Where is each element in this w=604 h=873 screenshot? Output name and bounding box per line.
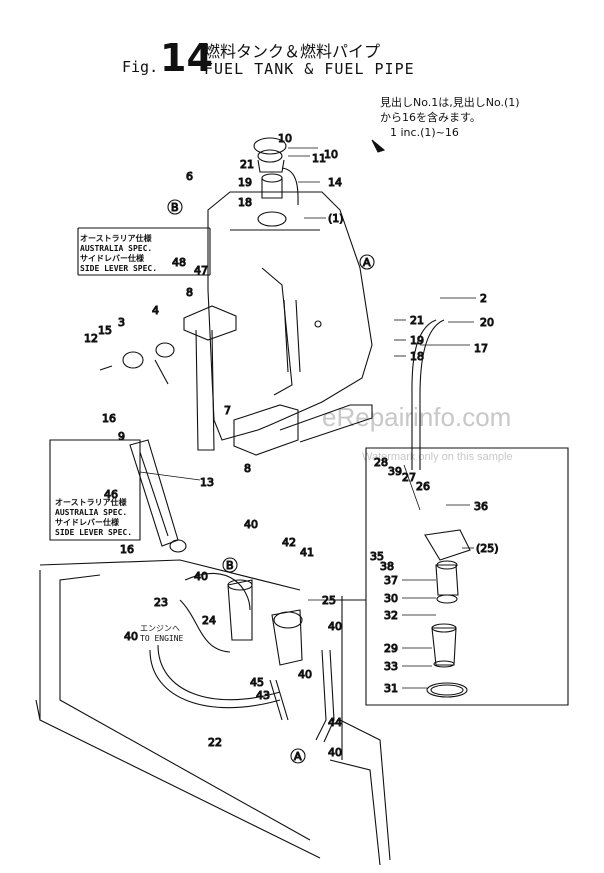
callout-24: 24 — [202, 614, 216, 627]
watermark: eRepairinfo.com — [322, 402, 512, 432]
spec-note-top-line3: サイドレバー仕様 — [80, 254, 144, 263]
callout-40f: 40 — [328, 746, 342, 759]
figure-title-en: FUEL TANK & FUEL PIPE — [204, 60, 415, 78]
callout-30: 30 — [384, 592, 398, 605]
to-engine-en: TO ENGINE — [140, 634, 184, 643]
callout-48: 48 — [172, 256, 186, 269]
fuel-gauge-sender — [99, 342, 175, 385]
ref-b-top: B — [171, 201, 179, 214]
level-indicator — [129, 439, 187, 553]
callout-22: 22 — [208, 736, 222, 749]
callout-27: 27 — [402, 471, 416, 484]
callout-21b: 21 — [410, 314, 424, 327]
spec-note-top-line2: AUSTRALIA SPEC. — [80, 244, 153, 253]
spec-note-top-line1: オーストラリア仕様 — [80, 234, 152, 243]
callout-25: 25 — [322, 594, 336, 607]
reference-markers — [167, 199, 375, 764]
callout-14: 14 — [328, 176, 342, 189]
callout-4: 4 — [152, 304, 159, 317]
inclusion-note-line1: 見出しNo.1は,見出しNo.(1) — [380, 96, 520, 109]
filter-detail-box — [330, 447, 569, 760]
callout-3: 3 — [118, 316, 125, 329]
callout-45: 45 — [250, 676, 264, 689]
callout-40c: 40 — [124, 630, 138, 643]
callout-46: 46 — [104, 488, 118, 501]
inclusion-note-line2: から16を含みます。 — [380, 111, 481, 124]
callout-39: 39 — [388, 465, 402, 478]
spec-note-bottom-line3: サイドレバー仕様 — [55, 518, 119, 527]
fuel-filter-left — [227, 579, 303, 666]
callout-7: 7 — [224, 404, 231, 417]
callout-37: 37 — [384, 574, 398, 587]
callout-15: 15 — [98, 324, 112, 337]
callout-28: 28 — [374, 456, 388, 469]
floor-frame — [35, 559, 391, 866]
spec-note-top-line4: SIDE LEVER SPEC. — [80, 264, 158, 273]
ref-a-bottom: A — [294, 750, 302, 763]
figure-number: 14 — [160, 36, 213, 80]
callout-36: 36 — [474, 500, 488, 513]
callout-17: 17 — [474, 342, 488, 355]
callout-20: 20 — [480, 316, 494, 329]
callout-23: 23 — [154, 596, 168, 609]
callout-25b: (25) — [476, 542, 499, 555]
callout-labels: 10 10 11 14 (1) 21 19 18 6 48 47 8 4 3 1… — [83, 131, 499, 763]
spec-brackets — [49, 227, 211, 541]
callout-8a: 8 — [186, 286, 193, 299]
callout-16b: 16 — [120, 543, 134, 556]
callout-33: 33 — [384, 660, 398, 673]
callout-1: (1) — [328, 212, 344, 225]
callout-43: 43 — [256, 689, 270, 702]
mounting-bracket — [183, 305, 373, 456]
callout-38: 38 — [380, 560, 394, 573]
callout-2: 2 — [480, 292, 487, 305]
ref-b-bottom: B — [226, 559, 234, 572]
callout-10-label: 10 — [324, 148, 338, 161]
callout-41: 41 — [300, 546, 314, 559]
callout-42: 42 — [282, 536, 296, 549]
to-engine-jp: エンジンへ — [140, 624, 180, 633]
callout-32: 32 — [384, 609, 398, 622]
callout-11: 11 — [312, 152, 326, 165]
figure-prefix: Fig. — [122, 58, 159, 76]
callout-13: 13 — [200, 476, 214, 489]
callout-8b: 8 — [244, 462, 251, 475]
inclusion-note-line3: 1 inc.(1)~16 — [390, 126, 459, 139]
spec-note-top: オーストラリア仕様 AUSTRALIA SPEC. サイドレバー仕様 SIDE … — [80, 234, 157, 274]
spec-note-bottom-line2: AUSTRALIA SPEC. — [55, 508, 128, 517]
callout-16a: 16 — [102, 412, 116, 425]
fuel-hoses — [149, 319, 445, 743]
callout-35: 35 — [370, 550, 384, 563]
to-engine-note: エンジンへ TO ENGINE — [140, 624, 183, 644]
callout-40e: 40 — [298, 668, 312, 681]
callout-40d: 40 — [328, 620, 342, 633]
callout-10: 10 — [278, 132, 292, 145]
filler-cap — [253, 137, 299, 206]
callout-19b: 19 — [410, 334, 424, 347]
callout-47: 47 — [194, 264, 208, 277]
callout-18a: 18 — [238, 196, 252, 209]
callout-21a: 21 — [240, 158, 254, 171]
callout-40a: 40 — [244, 518, 258, 531]
spec-note-bottom-line1: オーストラリア仕様 — [55, 498, 127, 507]
callout-26: 26 — [416, 480, 430, 493]
leader-lines — [139, 147, 476, 689]
spec-note-bottom: オーストラリア仕様 AUSTRALIA SPEC. サイドレバー仕様 SIDE … — [55, 498, 132, 538]
callout-40b: 40 — [194, 570, 208, 583]
figure-title-jp: 燃料タンク＆燃料パイプ — [204, 42, 381, 61]
fuel-tank — [207, 191, 373, 441]
callout-12: 12 — [84, 332, 98, 345]
callout-19a: 19 — [238, 176, 252, 189]
callout-29: 29 — [384, 642, 398, 655]
watermark-sub: Watermark only on this sample — [362, 451, 513, 463]
spec-note-bottom-line4: SIDE LEVER SPEC. — [55, 528, 133, 537]
callout-44: 44 — [328, 716, 342, 729]
callout-6: 6 — [186, 170, 193, 183]
ref-a-top: A — [363, 256, 371, 269]
arrow-icon — [371, 139, 386, 153]
callout-18b: 18 — [410, 350, 424, 363]
callout-31: 31 — [384, 682, 398, 695]
callout-9: 9 — [118, 430, 125, 443]
